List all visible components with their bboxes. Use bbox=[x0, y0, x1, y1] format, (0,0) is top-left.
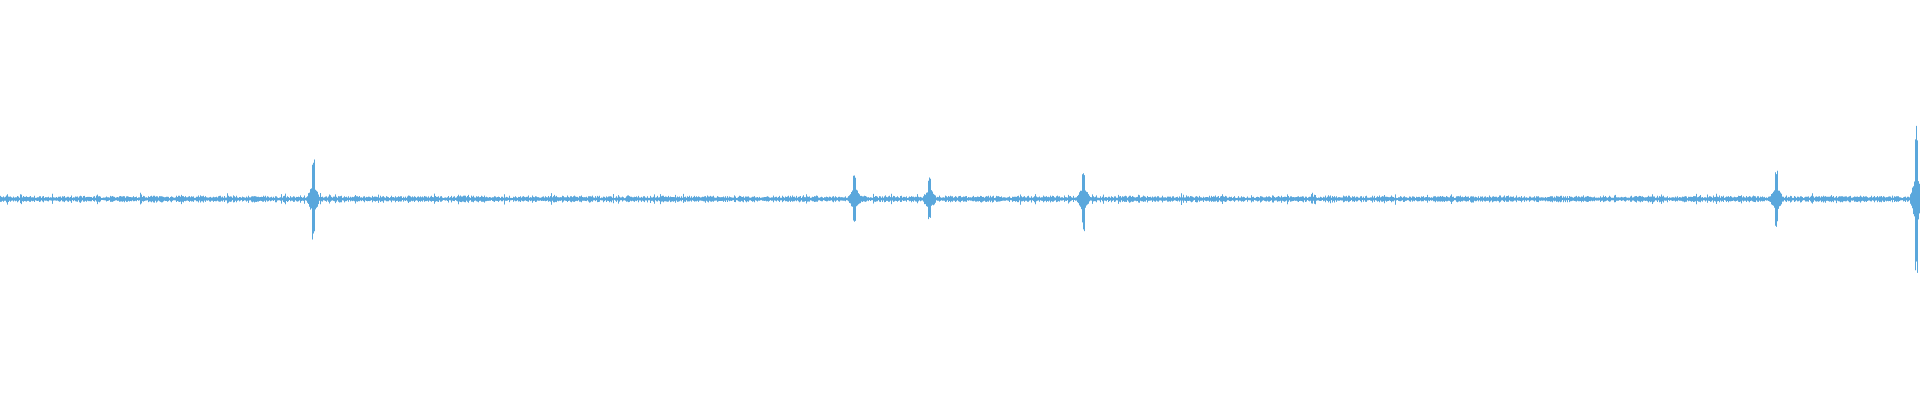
waveform-trace bbox=[0, 125, 1920, 273]
